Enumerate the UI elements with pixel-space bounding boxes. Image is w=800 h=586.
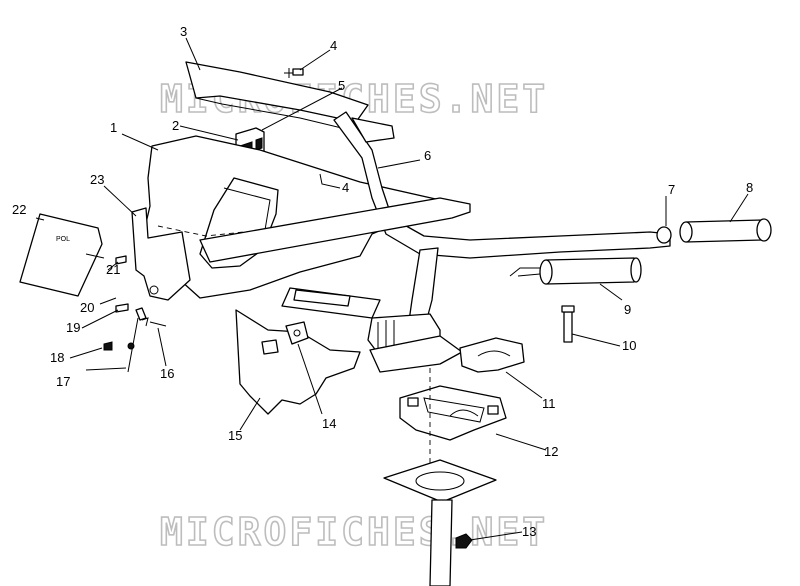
part-bolt [561,305,575,343]
callout-12: 12 [544,444,558,459]
callout-11: 11 [542,396,556,411]
callout-4-lower: 4 [342,180,349,195]
callout-8: 8 [746,180,753,195]
part-upper-clamp [459,337,525,373]
callout-7: 7 [668,182,675,197]
part-end-cap [656,226,672,244]
callout-1: 1 [110,120,117,135]
part-right-grip [679,218,772,243]
callout-4-upper: 4 [330,38,337,53]
callout-23: 23 [90,172,104,187]
watermark-bottom: MICROFICHES.NET [160,510,548,554]
part-mounting-bracket [131,207,191,301]
callout-labels: 1 2 3 4 4 5 6 7 8 9 10 11 12 13 14 15 16… [12,24,753,539]
part-nut [455,533,473,549]
part-steering-plate [383,368,497,586]
callout-18: 18 [50,350,64,365]
part-screw-upper [284,68,304,78]
callout-5: 5 [338,78,345,93]
callout-21: 21 [106,262,120,277]
part-lower-clamp [399,385,507,441]
callout-6: 6 [424,148,431,163]
callout-15: 15 [228,428,242,443]
callout-13: 13 [522,524,536,539]
part-handlebar [199,111,671,331]
part-grommet [261,321,309,355]
part-decal-plate: POL [19,213,103,297]
decal-text: POL [56,236,70,243]
callout-2: 2 [172,118,179,133]
callout-9: 9 [624,302,631,317]
callout-14: 14 [322,416,336,431]
part-small-fasteners [103,255,167,373]
callout-17: 17 [56,374,70,389]
callout-19: 19 [66,320,80,335]
leader-lines [35,37,749,541]
callout-22: 22 [12,202,26,217]
callout-3: 3 [180,24,187,39]
part-throttle-grip [509,257,642,285]
part-steering-column [281,287,463,373]
callout-16: 16 [160,366,174,381]
callout-10: 10 [622,338,636,353]
callout-20: 20 [80,300,94,315]
